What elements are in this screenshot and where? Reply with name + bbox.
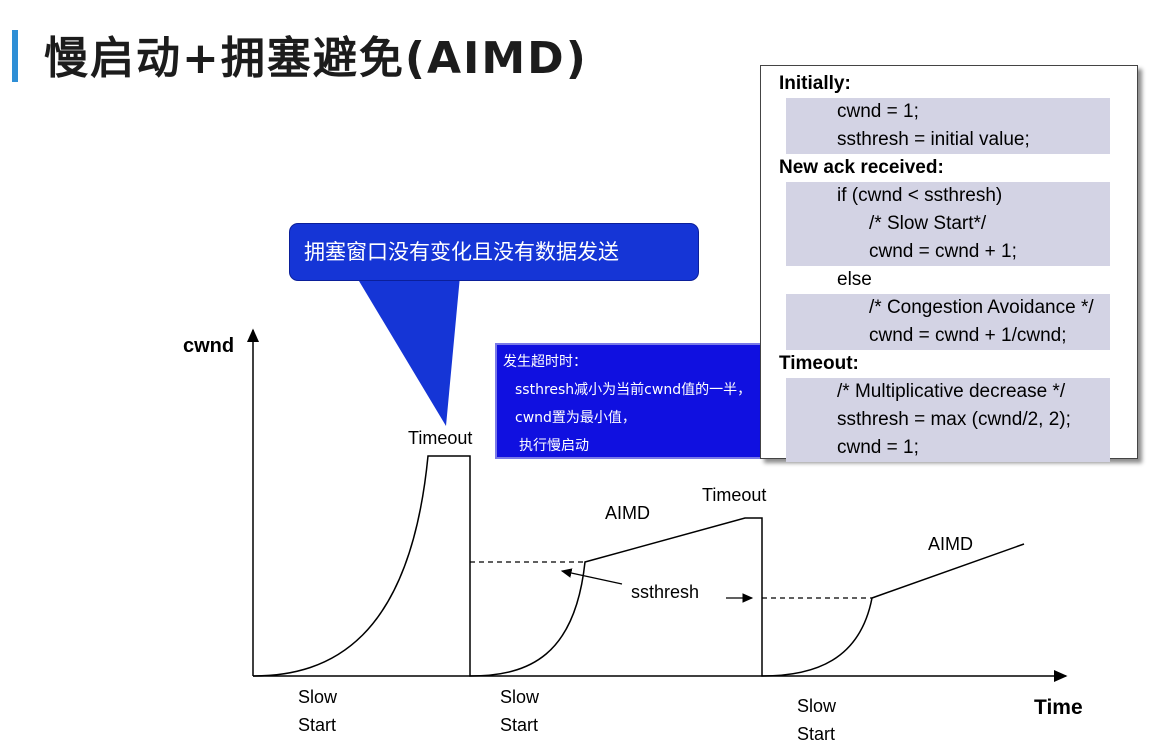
- callout-pointer: [356, 276, 460, 426]
- no-change-callout: 拥塞窗口没有变化且没有数据发送: [290, 224, 698, 280]
- x-axis-label: Time: [1034, 696, 1083, 719]
- timeout-callout-line4: 执行慢启动: [519, 438, 589, 454]
- cwnd-curve: [252, 455, 1025, 677]
- code-line: cwnd = cwnd + 1;: [786, 238, 1110, 266]
- code-line: /* Multiplicative decrease */: [786, 378, 1110, 406]
- aimd-label-2: AIMD: [928, 534, 973, 554]
- slow-start-label-1-line1: Slow: [298, 687, 338, 707]
- code-line: /* Slow Start*/: [786, 210, 1110, 238]
- ssthresh-label: ssthresh: [631, 582, 699, 602]
- code-line: cwnd = cwnd + 1/cwnd;: [786, 322, 1110, 350]
- slow-start-label-3-line1: Slow: [797, 696, 837, 716]
- timeout-callout-line1: 发生超时时：: [503, 354, 587, 370]
- code-line: /* Congestion Avoidance */: [786, 294, 1110, 322]
- timeout-callout: 发生超时时： ssthresh减小为当前cwnd值的一半， cwnd置为最小值，…: [495, 343, 775, 459]
- code-line: cwnd = 1;: [786, 434, 1110, 462]
- code-line: New ack received:: [779, 157, 944, 178]
- code-line: ssthresh = max (cwnd/2, 2);: [786, 406, 1110, 434]
- slow-start-label-2-line2: Start: [500, 715, 538, 735]
- code-line: cwnd = 1;: [786, 98, 1110, 126]
- timeout-label-2: Timeout: [702, 485, 766, 505]
- code-line: else: [837, 269, 872, 290]
- aimd-label-1: AIMD: [605, 503, 650, 523]
- timeout-callout-line2: ssthresh减小为当前cwnd值的一半，: [515, 382, 752, 398]
- algorithm-code-box: Initially:cwnd = 1;ssthresh = initial va…: [760, 65, 1138, 462]
- slow-start-label-1-line2: Start: [298, 715, 336, 735]
- code-line: ssthresh = initial value;: [786, 126, 1110, 154]
- slow-start-label-2-line1: Slow: [500, 687, 540, 707]
- timeout-label-1: Timeout: [408, 428, 472, 448]
- code-line: if (cwnd < ssthresh): [786, 182, 1110, 210]
- title-accent-bar: [12, 30, 18, 82]
- page-title: 慢启动+拥塞避免(AIMD): [44, 33, 588, 84]
- ssthresh-arrow-left: [560, 568, 623, 585]
- y-axis-label: cwnd: [183, 335, 234, 357]
- slow-start-label-3-line2: Start: [797, 724, 835, 744]
- code-line: Initially:: [779, 73, 851, 94]
- code-line: Timeout:: [779, 353, 859, 374]
- timeout-callout-line3: cwnd置为最小值，: [515, 410, 636, 426]
